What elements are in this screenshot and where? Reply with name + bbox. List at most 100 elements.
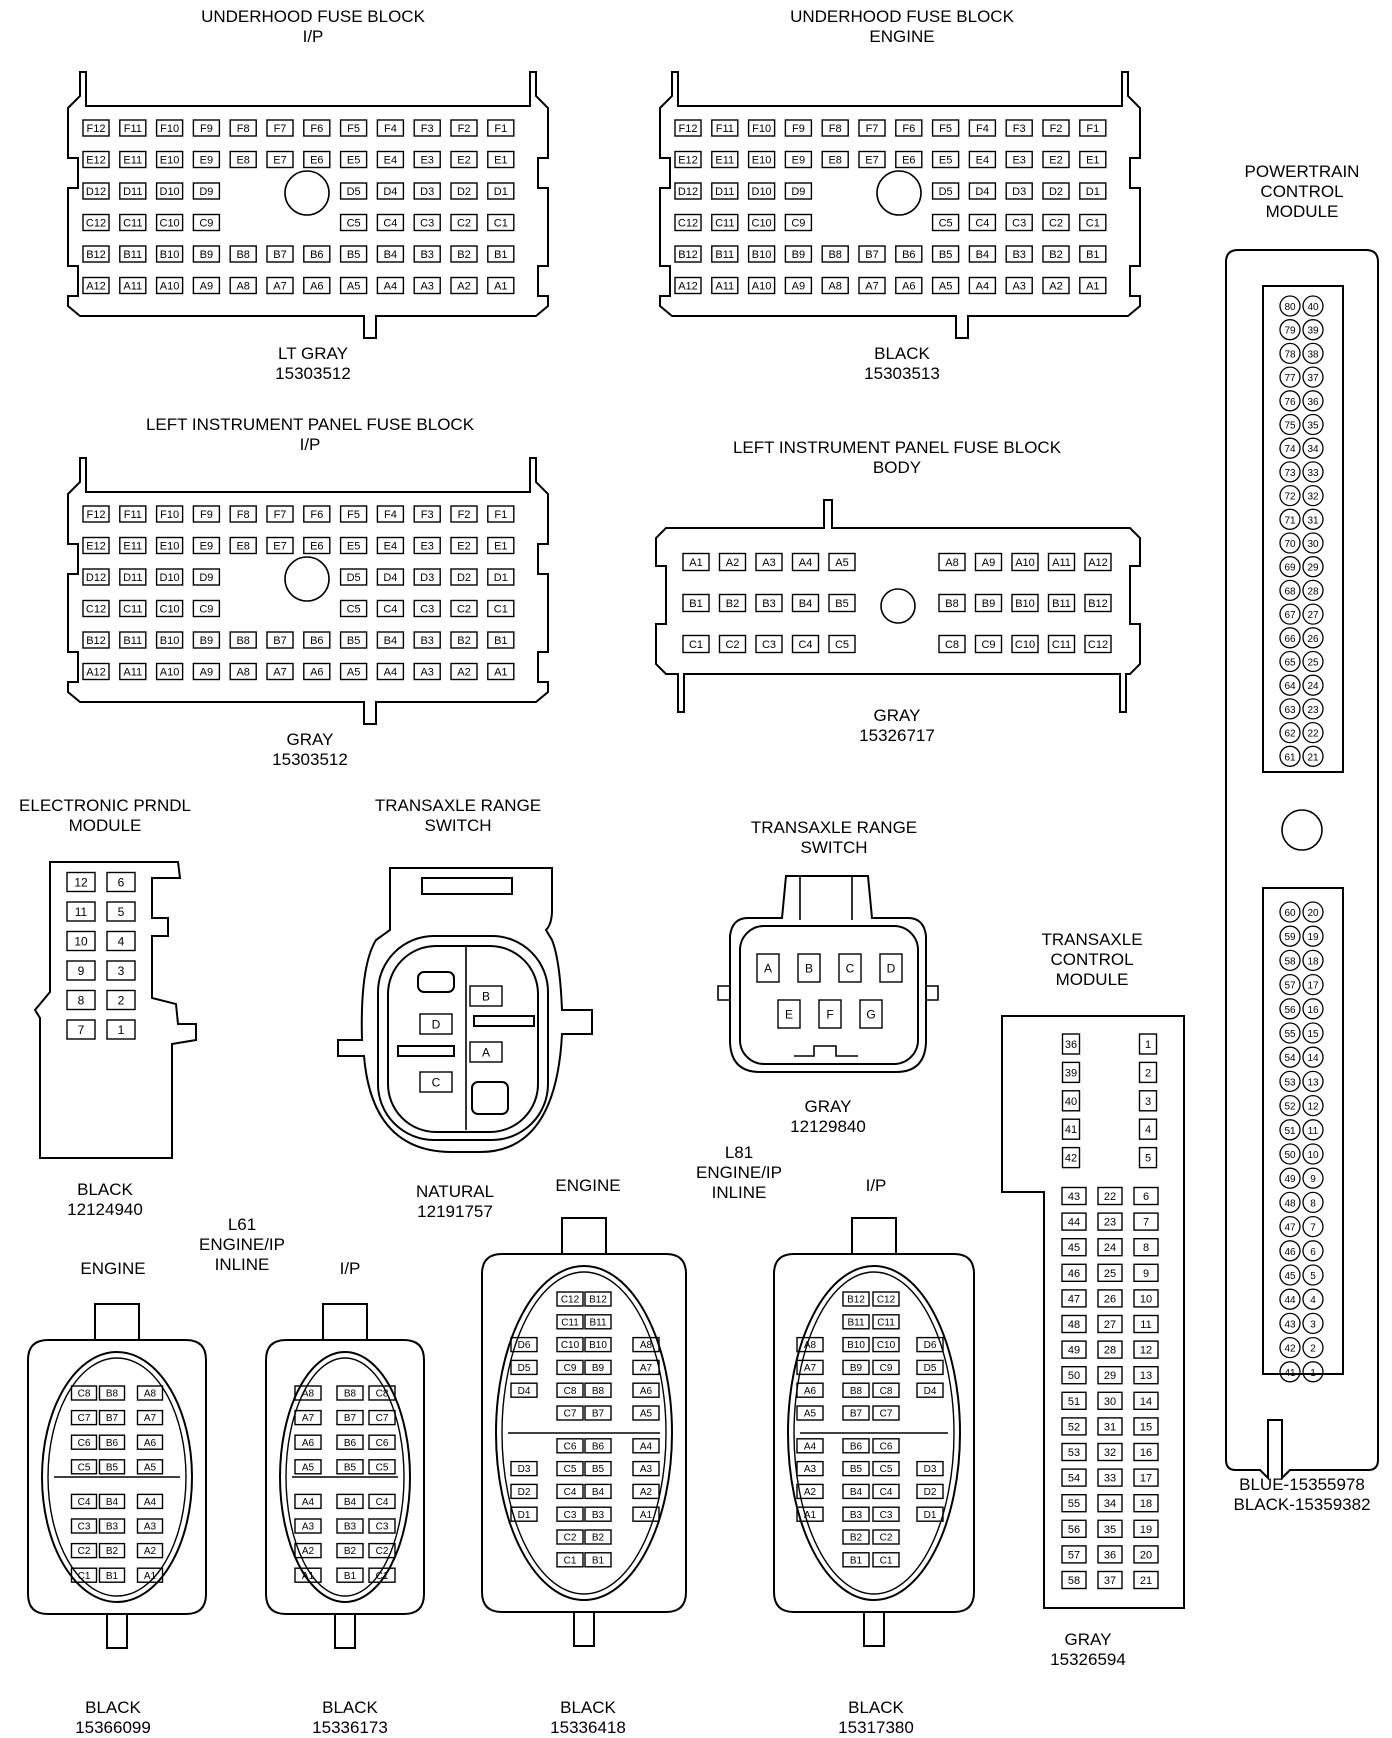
- pin-cavity: D9: [192, 568, 221, 586]
- pin-cavity: C5: [339, 213, 368, 232]
- pin-cavity: 44: [1061, 1212, 1087, 1231]
- pin-cavity: C3: [413, 213, 441, 232]
- pin-box: [66, 930, 96, 952]
- pin-cavity: B6: [98, 1434, 126, 1450]
- pin-cavity: A2: [450, 276, 478, 295]
- pin-box: [98, 1459, 126, 1475]
- pin-cavity: A4: [376, 276, 405, 295]
- pin-cavity: 3: [106, 960, 136, 981]
- pin-box: [98, 1518, 126, 1534]
- pin-label: C8: [564, 1386, 577, 1397]
- pin-label: F10: [160, 509, 179, 521]
- pin-cavity: D1: [916, 1506, 944, 1522]
- pin-box: [842, 1382, 870, 1398]
- pin-label: 25: [1307, 658, 1319, 669]
- pin-box: [842, 1314, 870, 1330]
- pin-label: 19: [1140, 1524, 1152, 1536]
- pin-label: E11: [715, 154, 734, 166]
- pin-cavity: 7: [66, 1019, 96, 1040]
- pin-label: A5: [347, 280, 360, 292]
- pin-label: B6: [106, 1438, 119, 1449]
- pin-box: [1061, 1365, 1087, 1385]
- pin-label: E8: [828, 154, 841, 166]
- pin-box: [70, 1542, 98, 1559]
- pin-cavity: E8: [229, 536, 257, 555]
- pin-cavity: D2: [510, 1483, 538, 1500]
- pin-box: [791, 593, 820, 613]
- pin-cavity: A1: [796, 1506, 824, 1522]
- pin-cavity: 20: [1302, 901, 1324, 923]
- pin-cavity: 40: [1302, 295, 1324, 317]
- pin-label: B10: [589, 1340, 607, 1351]
- pin-cavity: F6: [895, 119, 923, 137]
- pin-box: [842, 1438, 870, 1454]
- pin-label: 2: [1145, 1067, 1151, 1079]
- pin-cavity: B7: [336, 1409, 364, 1426]
- pin-label: E4: [384, 154, 397, 166]
- pin-label: A4: [640, 1441, 653, 1452]
- pin-box: [556, 1506, 584, 1522]
- pin-box: [1097, 1237, 1123, 1257]
- pin-label: F11: [716, 123, 734, 135]
- pin-circle: [1279, 342, 1301, 365]
- pin-cavity: B10: [842, 1336, 870, 1353]
- pin-cavity: A8: [632, 1336, 660, 1353]
- pin-cavity: D5: [510, 1359, 538, 1376]
- pin-box: [266, 662, 294, 681]
- pin-circle: [1279, 925, 1301, 947]
- pin-box: [828, 593, 856, 613]
- pin-label: A7: [302, 1413, 315, 1424]
- pin-cavity: A2: [796, 1483, 824, 1500]
- pin-circle: [1279, 508, 1301, 530]
- pin-box: [413, 150, 441, 169]
- pin-label: A1: [494, 280, 507, 292]
- pin-cavity: 80: [1279, 295, 1301, 317]
- pin-circle: [1302, 319, 1324, 341]
- pin-circle: [1279, 1143, 1301, 1165]
- pin-box: [842, 1336, 870, 1353]
- pin-circle: [1302, 295, 1324, 317]
- pin-label: 22: [1104, 1191, 1116, 1203]
- pin-box: [82, 536, 110, 555]
- pin-cavity: 64: [1279, 674, 1301, 696]
- pin-cavity: B1: [98, 1567, 126, 1583]
- pin-cavity: F10: [747, 119, 776, 137]
- pin-label: C6: [880, 1441, 893, 1452]
- pin-label: B2: [457, 249, 470, 261]
- pin-label: B12: [86, 249, 106, 261]
- pin-cavity: B1: [1079, 245, 1107, 263]
- pcm-pin-field-upper: [1262, 285, 1344, 773]
- pin-label: 39: [1065, 1067, 1077, 1079]
- pin-label: D9: [791, 186, 805, 198]
- pin-label: E12: [678, 154, 698, 166]
- pin-box: [872, 1506, 900, 1522]
- pin-cavity: 11: [1302, 1119, 1324, 1141]
- pin-cavity: A5: [796, 1405, 824, 1421]
- pin-label: E10: [752, 154, 772, 166]
- pin-label: D4: [975, 186, 989, 198]
- pin-label: A12: [86, 666, 106, 678]
- pin-cavity: D4: [376, 182, 405, 200]
- pin-label: F8: [237, 123, 250, 135]
- pin-cavity: 73: [1279, 461, 1301, 483]
- pin-label: B6: [310, 635, 323, 647]
- pin-box: [682, 552, 710, 572]
- pin-cavity: B11: [584, 1314, 612, 1330]
- housing-outline: [27, 1339, 207, 1615]
- pin-cavity: A6: [303, 276, 331, 295]
- pin-cavity: C2: [70, 1542, 98, 1559]
- pin-label: D1: [494, 186, 508, 198]
- pin-cavity: A7: [294, 1409, 322, 1426]
- pin-cavity: D2: [450, 568, 478, 586]
- pin-cavity: E11: [711, 150, 739, 169]
- pin-cavity: A2: [632, 1483, 660, 1500]
- pin-label: A11: [123, 280, 142, 292]
- pin-cavity: E12: [82, 150, 110, 169]
- pin-label: 27: [1104, 1319, 1116, 1331]
- pin-label: 49: [1068, 1345, 1080, 1357]
- pin-cavity: C8: [368, 1385, 396, 1401]
- pin-cavity: C: [419, 1071, 453, 1093]
- pin-box: [1084, 593, 1112, 613]
- pin-cavity: B5: [842, 1460, 870, 1477]
